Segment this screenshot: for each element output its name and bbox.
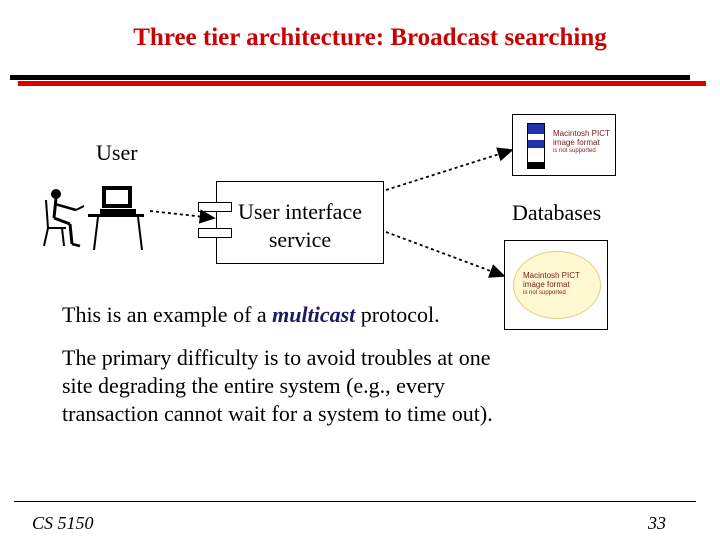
multicast-emphasis: multicast <box>272 302 356 327</box>
user-at-desk-icon <box>43 186 144 251</box>
footer-rule <box>14 501 696 502</box>
component-tab-bottom <box>198 228 232 238</box>
databases-label: Databases <box>512 200 602 225</box>
database-image-1: Macintosh PICT image format is not suppo… <box>512 114 616 176</box>
paragraph-multicast-after: protocol. <box>355 302 440 327</box>
service-label-line2: service <box>268 227 332 252</box>
slide-title: Three tier architecture: Broadcast searc… <box>133 24 607 51</box>
title-rule-black <box>10 75 690 80</box>
footer-page-number: 33 <box>648 513 666 533</box>
title-rule-red <box>18 81 706 86</box>
paragraph-multicast-before: This is an example of a <box>62 302 273 327</box>
user-to-service-arrow <box>149 209 216 224</box>
paragraph-multicast: This is an example of a multicast protoc… <box>62 301 502 329</box>
service-label-line1: User interface <box>238 199 362 224</box>
service-label: User interface service <box>216 198 384 254</box>
user-label: User <box>96 140 138 165</box>
database-oval-icon <box>513 251 601 319</box>
database-drum-base <box>527 163 545 169</box>
user-interface-service-box <box>216 181 384 264</box>
pict-placeholder-text-2: Macintosh PICT image format is not suppo… <box>523 271 580 296</box>
paragraph-difficulty: The primary difficulty is to avoid troub… <box>62 345 493 426</box>
service-to-database2-arrow <box>385 231 506 278</box>
footer-course: CS 5150 <box>32 513 94 533</box>
database-image-2: Macintosh PICT image format is not suppo… <box>504 240 608 330</box>
pict-placeholder-text-1: Macintosh PICT image format is not suppo… <box>553 129 610 154</box>
database-drum-icon <box>527 123 545 163</box>
service-to-database1-arrow <box>385 147 514 191</box>
